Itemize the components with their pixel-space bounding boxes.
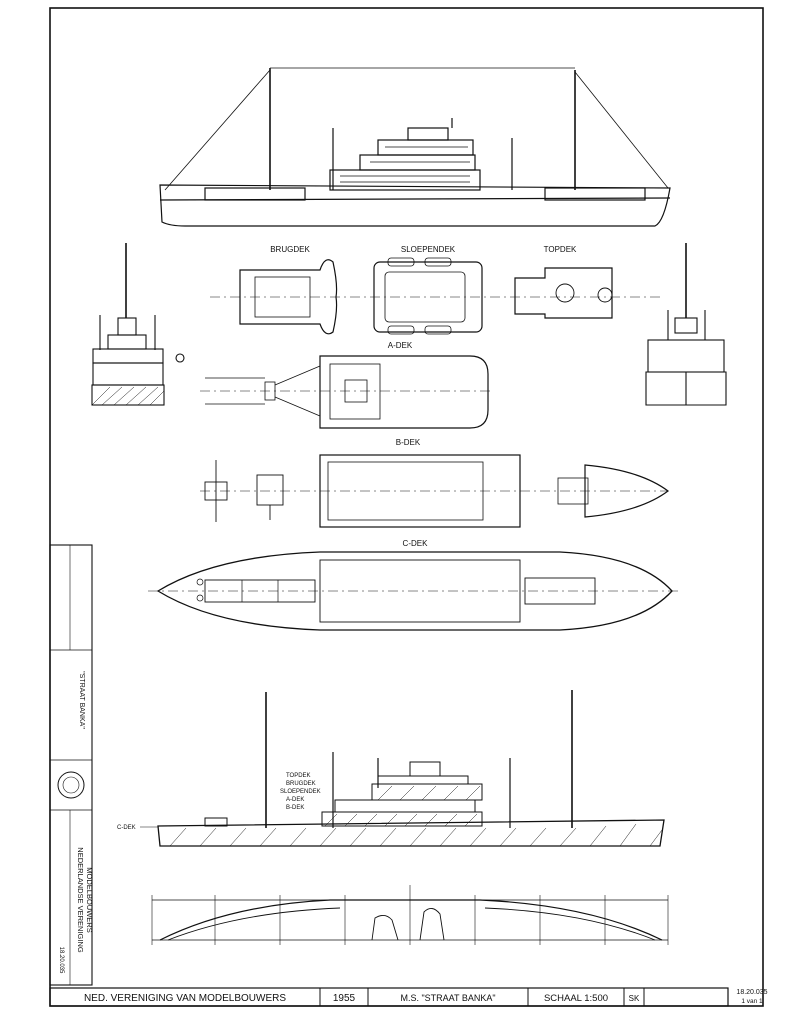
- side-profile-top: [159, 67, 671, 227]
- svg-text:C-DEK: C-DEK: [117, 825, 136, 831]
- svg-text:SLOEPENDEK: SLOEPENDEK: [280, 789, 321, 795]
- svg-text:"STRAAT BANKA": "STRAAT BANKA": [78, 671, 85, 729]
- svg-text:NEDERLANDSE VERENIGING: NEDERLANDSE VERENIGING: [76, 847, 85, 953]
- drawing-scale: SCHAAL 1:500: [544, 993, 608, 1004]
- deck-b: B-DEK: [200, 438, 670, 528]
- rear-view-right: [645, 243, 727, 406]
- drawing-year: 1955: [333, 993, 356, 1004]
- front-view-left: [91, 243, 185, 406]
- corner-drawing-number: 18.20.035: [736, 989, 767, 996]
- maker-logo: SK: [629, 994, 640, 1003]
- svg-text:B-DEK: B-DEK: [286, 805, 304, 811]
- drawing-frame: [49, 7, 764, 1007]
- hull-outline: [159, 184, 671, 227]
- svg-text:A-DEK: A-DEK: [286, 797, 304, 803]
- deck-top: TOPDEK: [514, 245, 613, 319]
- deck-c: C-DEK: [148, 539, 682, 631]
- body-plan-curves: [151, 885, 669, 945]
- svg-text:TOPDEK: TOPDEK: [286, 773, 311, 779]
- svg-text:C-DEK: C-DEK: [403, 539, 429, 548]
- svg-text:BRUGDEK: BRUGDEK: [270, 245, 310, 254]
- deck-a: A-DEK: [200, 341, 490, 429]
- svg-text:MODELBOUWERS: MODELBOUWERS: [85, 867, 94, 932]
- corner-sheet-count: 1 van 1: [741, 998, 763, 1005]
- deck-boat: SLOEPENDEK: [373, 245, 483, 335]
- ship-title: M.S. "STRAAT BANKA": [400, 993, 495, 1003]
- svg-text:SLOEPENDEK: SLOEPENDEK: [401, 245, 456, 254]
- svg-text:BRUGDEK: BRUGDEK: [286, 781, 316, 787]
- svg-text:18.20.035: 18.20.035: [58, 947, 64, 974]
- association-name: NED. VERENIGING VAN MODELBOUWERS: [84, 993, 286, 1004]
- deck-bridge: BRUGDEK: [239, 245, 338, 335]
- bottom-title-block: NED. VERENIGING VAN MODELBOUWERS 1955 M.…: [49, 987, 729, 1007]
- svg-text:TOPDEK: TOPDEK: [544, 245, 577, 254]
- svg-text:B-DEK: B-DEK: [396, 438, 421, 447]
- svg-text:A-DEK: A-DEK: [388, 341, 413, 350]
- side-profile-lower: TOPDEK BRUGDEK SLOEPENDEK A-DEK B-DEK C-…: [117, 690, 665, 847]
- side-title-strip: "STRAAT BANKA" NEDERLANDSE VERENIGING MO…: [49, 544, 94, 986]
